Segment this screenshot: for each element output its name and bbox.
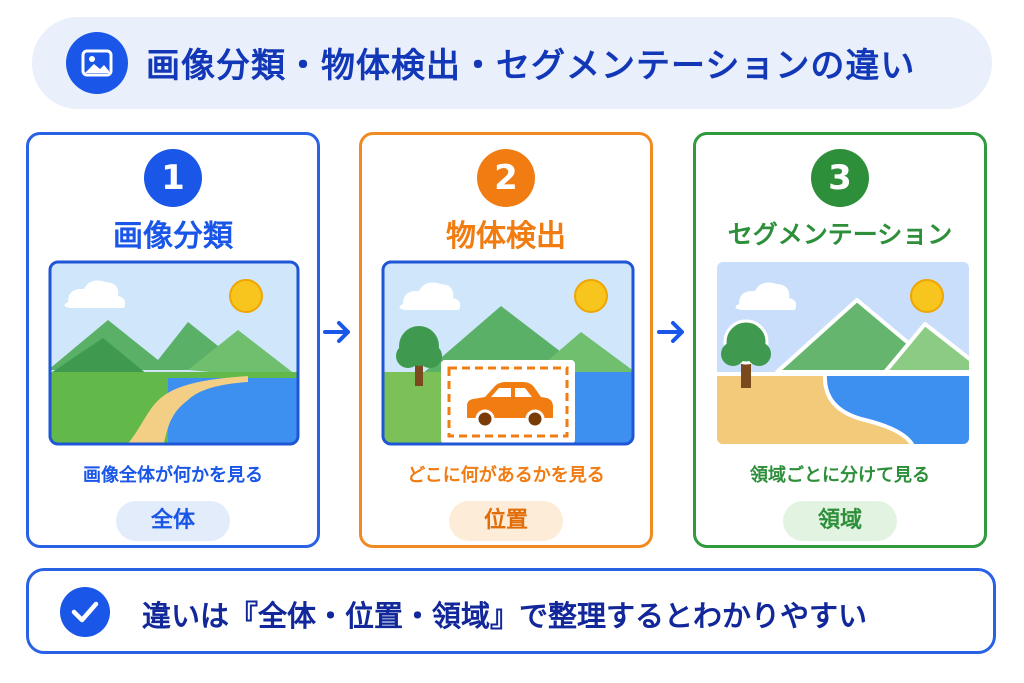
check-icon: [60, 587, 110, 637]
panel-caption: 領域ごとに分けて見る: [750, 465, 930, 486]
title-bar: [32, 17, 992, 109]
panel-caption: どこに何があるかを見る: [407, 465, 605, 486]
arrow-right-icon: [657, 321, 684, 343]
summary-text: 違いは『全体・位置・領域』で整理するとわかりやすい: [142, 599, 868, 633]
step-number-2: 2: [477, 149, 535, 207]
panel-title-classification: 画像分類: [113, 219, 233, 254]
panel-title-detection: 物体検出: [446, 219, 566, 254]
tag-position: 位置: [449, 501, 563, 541]
page-title: 画像分類・物体検出・セグメンテーションの違い: [146, 46, 916, 86]
panel-segmentation: 3 セグメンテーション 領域ごとに分けて見る 領域: [693, 132, 987, 548]
segmented-landscape-illustration: [717, 262, 969, 444]
panel-object-detection: 2 物体検出 どこに何があるかを見る 位置: [359, 132, 653, 548]
panel-title-segmentation: セグメンテーション: [727, 220, 953, 249]
tag-whole: 全体: [116, 501, 230, 541]
image-icon: [66, 32, 128, 94]
step-number-3: 3: [811, 149, 869, 207]
arrow-right-icon: [323, 321, 350, 343]
panel-image-classification: 1 画像分類 画像全体が何かを見る 全体: [26, 132, 320, 548]
landscape-with-car-illustration: [381, 260, 635, 446]
step-number-1: 1: [144, 149, 202, 207]
landscape-illustration: [48, 260, 300, 446]
panel-caption: 画像全体が何かを見る: [83, 465, 263, 486]
tag-region: 領域: [783, 501, 897, 541]
summary-bar: [26, 568, 996, 654]
